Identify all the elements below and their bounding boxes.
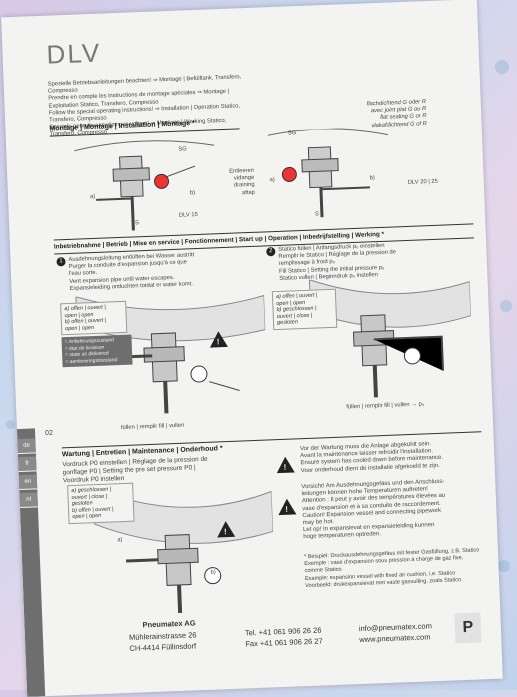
label-s: S: [135, 220, 140, 227]
caution-icon: !: [276, 456, 295, 474]
seal-labels: flachdichtend G oder R avec joint plat G…: [367, 99, 427, 130]
drain-labels: Entleeren vidange draining aftap: [229, 168, 255, 198]
montage-drawing-dlv15: [74, 140, 215, 231]
label-b-right: b): [369, 175, 375, 182]
lang-tab-fr: fr: [18, 456, 37, 473]
step-1-number: 1: [56, 257, 66, 267]
fax-number: Fax +41 061 906 26 27: [245, 636, 323, 649]
box-line: open | open: [65, 324, 95, 332]
lang-tab-nl: nl: [19, 492, 38, 509]
company-name: Pneumatex AG: [142, 618, 196, 630]
maintenance-text: Vordruck P0 einstellen | Réglage de la p…: [62, 454, 263, 486]
warning-icon: !: [216, 520, 236, 538]
lang-tab-de: de: [17, 438, 36, 455]
page-title: DLV: [46, 37, 102, 70]
startup-left-valve-box: a) offen | ouvert | open | open b) offen…: [60, 300, 128, 336]
maint-label-a: a): [117, 537, 123, 544]
maint-label-b: b): [210, 569, 216, 576]
box-line: open | open: [72, 513, 102, 521]
sg-label-right: SG: [287, 130, 297, 137]
drain-line: aftap: [241, 189, 255, 196]
fill-caption-left: füllen | remplir fill | vullen: [120, 422, 185, 432]
maintenance-valve-box: a) geschlossen | ouvert | close | geslot…: [67, 482, 135, 525]
box-line: gesloten: [276, 319, 298, 327]
caution-temperature: Vorsicht! Am Ausdehnungsgefäss und den A…: [301, 477, 483, 541]
model-label-dlv20: DLV 20 | 25: [407, 178, 438, 186]
startup-right-valve-box: a) offen | ouvert | open | open b) gesch…: [271, 288, 338, 331]
warning-icon: !: [209, 330, 228, 348]
company-city: CH-4414 Füllinsdorf: [129, 641, 197, 653]
seal-line: vlakafdichtend G of R: [371, 120, 427, 129]
page-number: 02: [44, 429, 54, 438]
hot-surface-icon: !: [277, 498, 297, 516]
maintenance-drawing: [92, 487, 274, 614]
instruction-sheet: de fr en nl DLV Spezielle Betriebsanleit…: [1, 0, 503, 697]
fill-caption-right: füllen | remplir fill | vullen → p₀: [346, 401, 425, 411]
delivery-state-box: = Anlieferungszustand = état de livraiso…: [61, 334, 133, 368]
startup-drawing-right: [308, 279, 472, 398]
label-a-right: a): [269, 177, 275, 184]
brand-badge: P: [454, 612, 482, 644]
label-a: a): [89, 193, 96, 201]
montage-drawing-dlv20: [267, 128, 389, 218]
sg-label: SG: [178, 146, 187, 153]
website-link[interactable]: www.pneumatex.com: [359, 632, 431, 645]
label-s-right: S: [314, 211, 319, 218]
lang-tab-en: en: [18, 474, 38, 491]
step-2-number: 2: [266, 247, 276, 257]
step-1-text: Ausdehnungsleitung entlüften bei Wasser …: [68, 249, 269, 293]
caution-cooling: Vor der Wartung muss die Anlage abgekühl…: [300, 439, 481, 475]
model-label-dlv15: DLV 15: [178, 211, 198, 219]
footnote-example: * Beispiel: Druckausdehnungsgefäss mit f…: [304, 547, 485, 590]
label-b: b): [189, 190, 196, 197]
